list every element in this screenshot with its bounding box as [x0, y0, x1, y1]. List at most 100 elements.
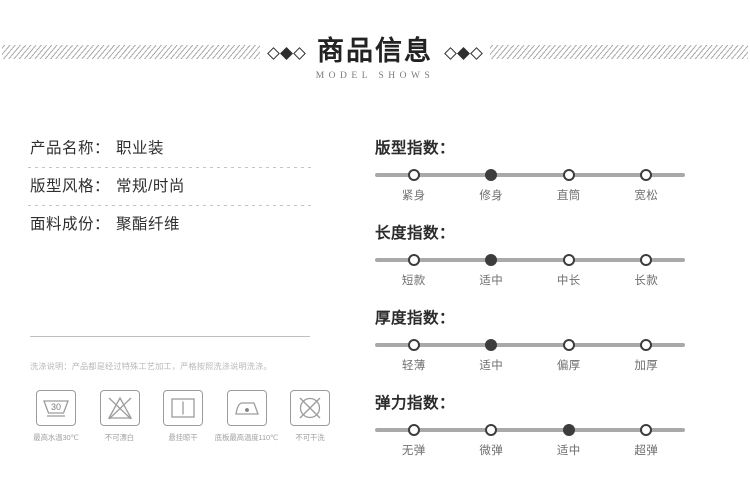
slider-title: 弹力指数：	[375, 395, 456, 412]
care-item-bleach: 不可漂白	[92, 390, 148, 443]
slider-option-label[interactable]: 轻薄	[401, 360, 426, 372]
slider-stop[interactable]	[453, 169, 531, 181]
slider-dot-icon	[640, 169, 653, 181]
slider-option-label[interactable]: 适中	[479, 360, 504, 372]
slider-stop[interactable]	[530, 169, 608, 181]
slider-dots	[375, 337, 685, 353]
section-divider	[30, 336, 310, 337]
slider-track	[375, 343, 685, 347]
slider-title: 版型指数：	[375, 140, 456, 157]
slider-dot-icon	[407, 169, 420, 181]
slider-title: 厚度指数：	[375, 310, 456, 327]
page-header: 商品信息 MODEL SHOWS	[0, 28, 750, 90]
slider-stop[interactable]	[453, 424, 531, 436]
slider-option-label[interactable]: 偏厚	[556, 360, 581, 372]
slider-stop[interactable]	[530, 339, 608, 351]
page-subtitle: MODEL SHOWS	[315, 71, 435, 82]
slider-group-thickness: 厚度指数： 轻薄 适中 偏厚 加厚	[375, 306, 705, 373]
wash-instruction-note: 洗涤说明：产品都是经过特殊工艺加工，严格按照洗涤说明洗涤。	[30, 362, 272, 371]
slider-stop[interactable]	[375, 169, 453, 181]
spec-row: 版型风格： 常规/时尚	[28, 168, 316, 205]
slider-dot-active-icon	[485, 254, 498, 266]
slider-group-length: 长度指数： 短款 适中 中长 长款	[375, 221, 705, 288]
care-label: 不可漂白	[104, 433, 135, 442]
spec-value: 职业装	[116, 140, 165, 157]
slider-option-label[interactable]: 短款	[401, 275, 426, 287]
care-symbols-row: 30 最高水温30℃ 不可漂白	[28, 390, 338, 443]
no-bleach-icon	[99, 390, 140, 426]
care-label: 不可干洗	[295, 433, 325, 442]
slider-dot-icon	[640, 254, 653, 266]
slider-stop[interactable]	[453, 339, 531, 351]
page-title: 商品信息	[317, 35, 433, 66]
slider-dot-icon	[562, 169, 575, 181]
diamond-outline-icon	[470, 46, 484, 60]
slider-stop[interactable]	[375, 339, 453, 351]
slider-option-label[interactable]: 宽松	[634, 190, 659, 202]
slider-option-label[interactable]: 长款	[634, 275, 659, 287]
hatch-decoration-right	[490, 45, 748, 59]
slider-stop[interactable]	[530, 424, 608, 436]
slider-labels: 短款 适中 中长 长款	[375, 272, 685, 288]
slider-stop[interactable]	[608, 254, 686, 266]
care-item-dryclean: 不可干洗	[282, 390, 338, 443]
spec-value: 聚酯纤维	[116, 216, 181, 233]
spec-label: 产品名称：	[30, 140, 111, 157]
slider-option-label[interactable]: 微弹	[479, 445, 504, 457]
slider-option-label[interactable]: 修身	[479, 190, 504, 202]
wash-tub-30-icon: 30	[36, 390, 76, 426]
spec-label: 版型风格：	[30, 178, 111, 195]
slider-stop[interactable]	[608, 169, 686, 181]
slider-track-wrap[interactable]	[375, 422, 705, 438]
slider-dot-active-icon	[562, 424, 575, 436]
product-specs-panel: 产品名称： 职业装 版型风格： 常规/时尚 面料成份： 聚酯纤维	[28, 130, 316, 243]
spec-divider	[28, 205, 311, 206]
slider-dots	[375, 167, 685, 183]
slider-option-label[interactable]: 加厚	[634, 360, 659, 372]
spec-value: 常规/时尚	[116, 178, 185, 195]
slider-stop[interactable]	[453, 254, 531, 266]
slider-track-wrap[interactable]	[375, 167, 705, 183]
slider-option-label[interactable]: 适中	[556, 445, 581, 457]
slider-group-fit: 版型指数： 紧身 修身 直筒 宽松	[375, 136, 705, 203]
slider-dot-icon	[640, 339, 653, 351]
care-item-iron: 底板最高温度110℃	[215, 390, 278, 443]
slider-dot-icon	[407, 424, 420, 436]
slider-stop[interactable]	[608, 339, 686, 351]
index-sliders-panel: 版型指数： 紧身 修身 直筒 宽松 长度指数：	[375, 136, 705, 476]
slider-stop[interactable]	[530, 254, 608, 266]
line-dry-icon	[163, 390, 203, 426]
slider-dot-icon	[562, 339, 575, 351]
slider-stop[interactable]	[375, 424, 453, 436]
slider-option-label[interactable]: 紧身	[401, 190, 426, 202]
slider-dot-icon	[407, 254, 420, 266]
slider-stop[interactable]	[375, 254, 453, 266]
slider-option-label[interactable]: 超弹	[634, 445, 659, 457]
slider-dot-active-icon	[485, 339, 498, 351]
slider-option-label[interactable]: 适中	[479, 275, 504, 287]
spec-divider	[28, 167, 311, 168]
slider-dot-icon	[485, 424, 498, 436]
slider-group-elasticity: 弹力指数： 无弹 微弹 适中 超弹	[375, 391, 705, 458]
care-label: 悬挂晾干	[168, 433, 198, 442]
spec-label: 面料成份：	[30, 216, 111, 233]
slider-labels: 紧身 修身 直筒 宽松	[375, 187, 685, 203]
slider-dot-active-icon	[485, 169, 498, 181]
care-item-dry: 悬挂晾干	[155, 390, 211, 443]
slider-dot-icon	[407, 339, 420, 351]
care-label: 底板最高温度110℃	[214, 433, 279, 442]
slider-option-label[interactable]: 直筒	[556, 190, 581, 202]
slider-track-wrap[interactable]	[375, 337, 705, 353]
diamond-outline-icon	[444, 46, 458, 60]
diamond-solid-icon	[279, 46, 293, 60]
slider-option-label[interactable]: 无弹	[401, 445, 426, 457]
slider-track	[375, 173, 685, 177]
page-title-block: 商品信息 MODEL SHOWS	[304, 35, 447, 82]
slider-dots	[375, 252, 685, 268]
slider-option-label[interactable]: 中长	[556, 275, 581, 287]
diamond-solid-icon	[457, 46, 471, 60]
slider-stop[interactable]	[608, 424, 686, 436]
slider-track-wrap[interactable]	[375, 252, 705, 268]
slider-track	[375, 258, 685, 262]
